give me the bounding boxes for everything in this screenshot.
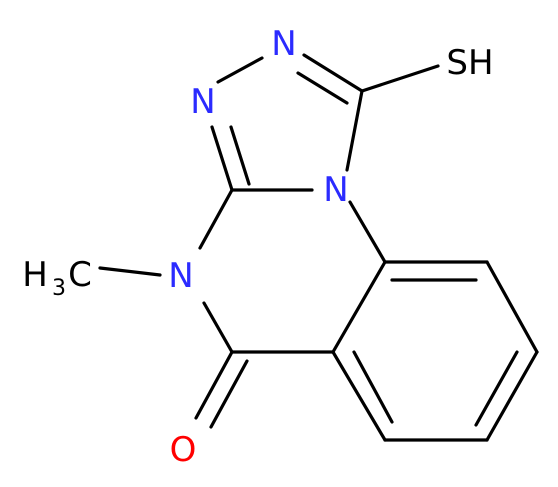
bond-n-n [216,56,264,84]
bond-n-c [198,188,234,250]
atom-n-methyl: N [168,256,193,296]
benzene-ring [331,260,539,442]
bond-n-c-double [296,71,349,105]
bond-c-n [345,89,364,172]
bond-c-n-double [210,125,234,192]
bond-c-o [209,359,249,429]
bond-c-s [360,64,440,93]
bond-c-n [348,200,387,264]
atom-n-left: N [190,82,215,122]
bond-n-ch3 [98,266,162,277]
carbonyl [194,350,249,429]
methyl-c: C [68,255,92,295]
methyl-subscript: 3 [52,276,66,301]
bond-c-c [485,260,539,354]
bond-c-n [202,301,234,354]
bond-c-c [331,260,387,354]
bond-c-c [331,350,387,442]
atom-n-bridge: N [323,170,348,210]
bond-c-c [485,350,539,442]
triazole-ring [210,53,364,192]
methyl-h: H [22,255,48,295]
bond-n-c-double [302,53,364,93]
methyl-group: H 3 C [22,255,92,301]
bond-c-o [194,350,234,420]
bond-c-c-double [474,350,519,427]
pyrimidinone-ring [198,188,387,354]
atom-thiol: SH [446,43,493,83]
bond-c-n-double [229,125,251,186]
atom-oxygen: O [170,430,197,470]
bond-c-c-double [352,350,394,424]
atom-n-top: N [271,24,296,64]
